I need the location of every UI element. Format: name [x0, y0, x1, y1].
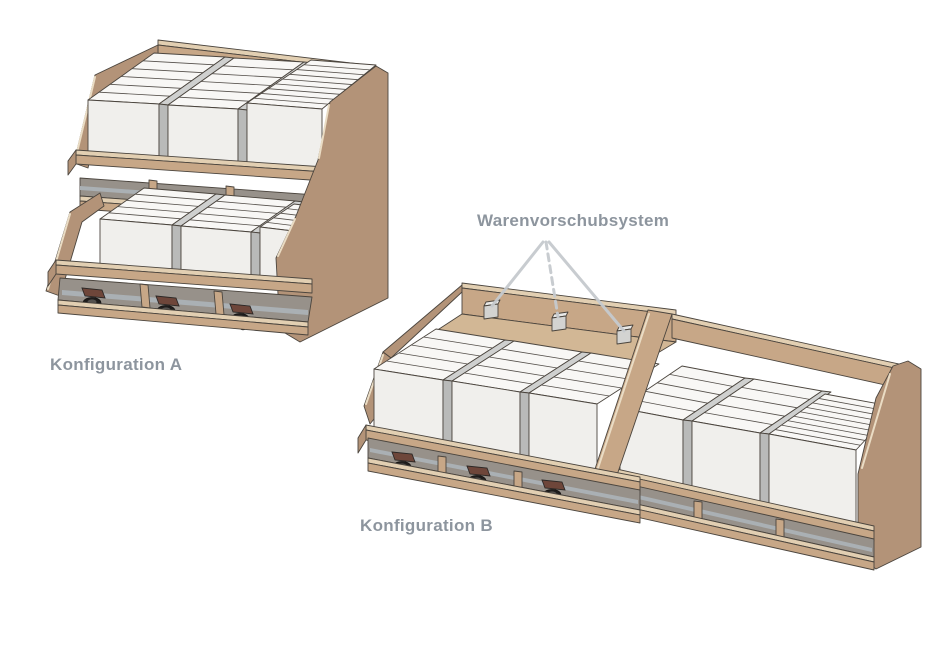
konfiguration-b-label: Konfiguration B — [360, 516, 493, 535]
konfig-b-left-base — [367, 437, 641, 524]
konfig-b-left-boxes — [373, 328, 660, 472]
konfig-b-right-panel — [857, 360, 922, 570]
feed-pusher-plate — [483, 299, 501, 320]
konfig-a-right-panel — [275, 65, 389, 343]
konfig-a-base — [57, 277, 313, 336]
konfig-b-right-base — [613, 480, 875, 571]
konfig-a-bottom-rail — [47, 259, 313, 294]
konfig-a-top-boxes — [87, 52, 377, 169]
konfiguration-a-label: Konfiguration A — [50, 355, 183, 374]
feed-pusher-plate — [551, 311, 569, 332]
konfiguration-b-illustration — [357, 282, 922, 571]
konfiguration-a-illustration — [45, 39, 389, 343]
callout-warenvorschubsystem-label: Warenvorschubsystem — [477, 211, 670, 230]
callout-leader-lines — [490, 240, 626, 333]
